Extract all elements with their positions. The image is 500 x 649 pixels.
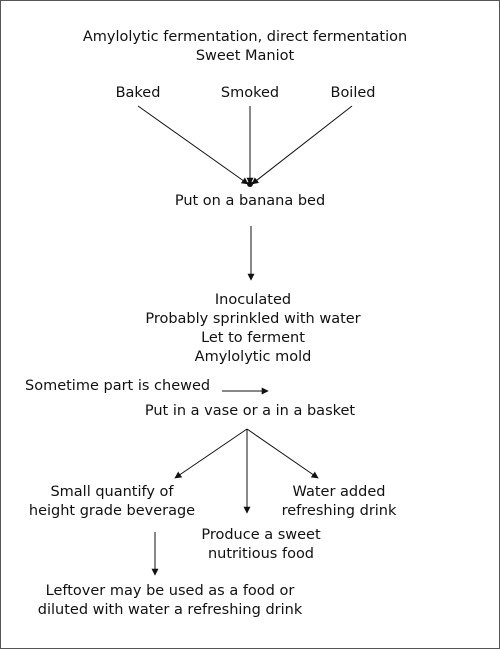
step-mold: Amylolytic mold <box>194 349 312 365</box>
method-baked: Baked <box>115 85 161 101</box>
step-ferment: Let to ferment <box>201 330 305 346</box>
header-title: Amylolytic fermentation, direct fermenta… <box>82 29 408 45</box>
outcome-small-quantity-line1: Small quantify of <box>50 484 174 500</box>
outcome-small-quantity-line2: height grade beverage <box>28 503 196 519</box>
step-inoculation: Inoculated Probably sprinkled with water… <box>145 291 360 367</box>
step-sprinkled: Probably sprinkled with water <box>145 311 361 327</box>
method-smoked: Smoked <box>220 85 280 101</box>
header-subtitle: Sweet Maniot <box>195 48 295 64</box>
outcome-sweet-food: Produce a sweet nutritious food <box>201 526 320 564</box>
outcome-water-added-line1: Water added <box>292 484 386 500</box>
step-inoculated: Inoculated <box>214 292 292 308</box>
method-boiled: Boiled <box>330 85 376 101</box>
leftover-line1: Leftover may be used as a food or <box>45 583 295 599</box>
merge-point <box>247 181 253 187</box>
arrow-vase-to-small-quantity <box>174 428 248 479</box>
leftover-note: Leftover may be used as a food or dilute… <box>38 582 302 620</box>
arrow-boiled-to-bed <box>251 105 353 185</box>
outcome-sweet-food-line2: nutritious food <box>207 546 315 562</box>
arrow-baked-to-bed <box>137 105 249 185</box>
outcome-water-added: Water added refreshing drink <box>282 483 397 521</box>
step-vase-basket: Put in a vase or a in a basket <box>144 403 356 419</box>
outcome-small-quantity: Small quantify of height grade beverage <box>29 483 195 521</box>
leftover-line2: diluted with water a refreshing drink <box>37 602 303 618</box>
outcome-sweet-food-line1: Produce a sweet <box>201 527 321 543</box>
arrow-vase-to-water-added <box>246 428 319 479</box>
side-note-chewed: Sometime part is chewed <box>25 378 211 394</box>
header: Amylolytic fermentation, direct fermenta… <box>83 28 407 66</box>
outcome-water-added-line2: refreshing drink <box>281 503 397 519</box>
step-banana-bed: Put on a banana bed <box>174 193 326 209</box>
